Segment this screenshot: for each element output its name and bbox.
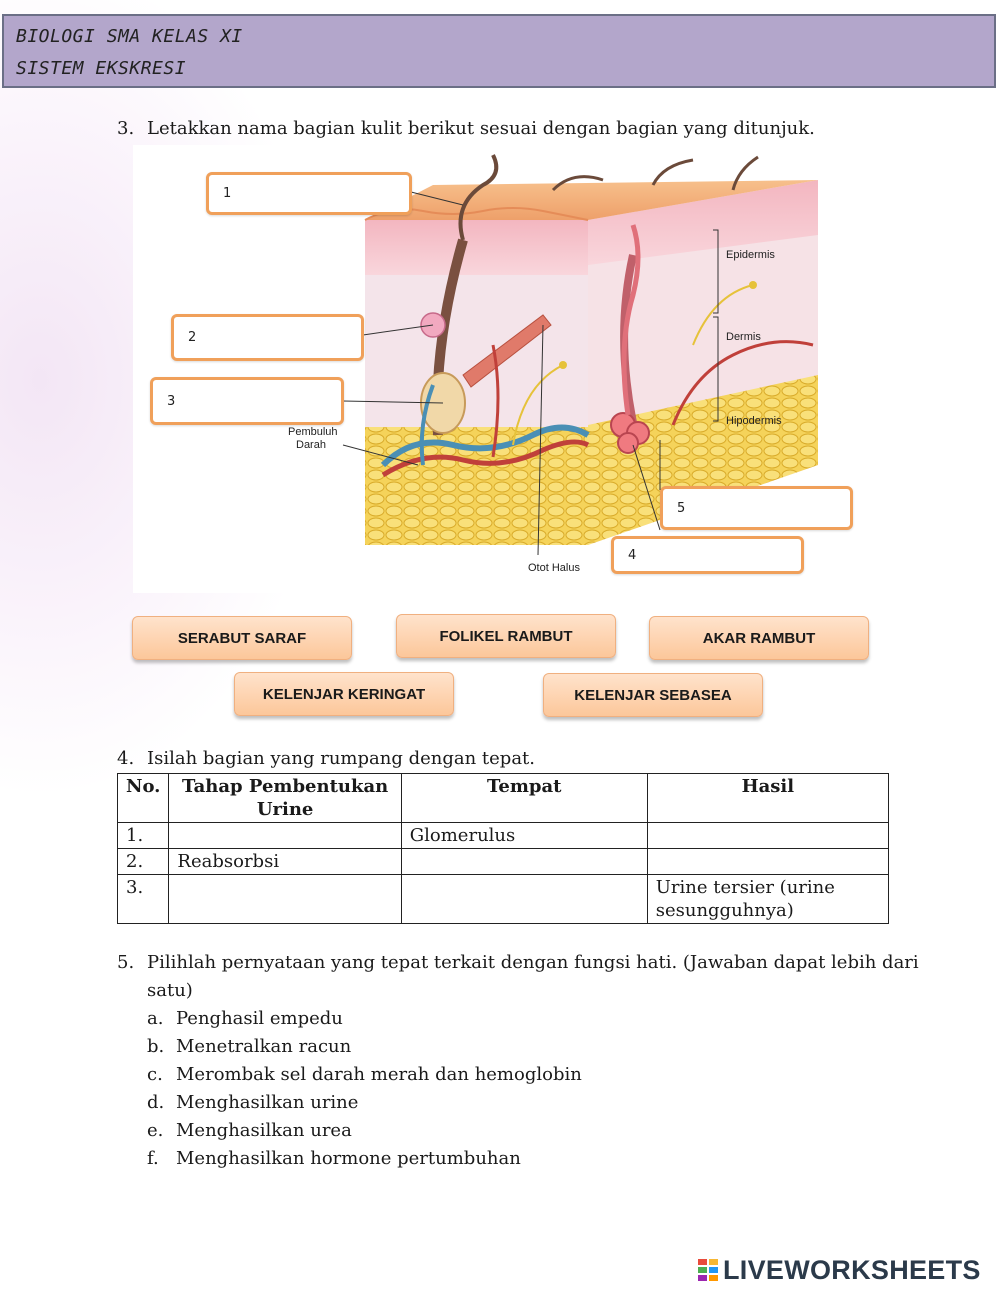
cell-tempat: Glomerulus <box>400 822 648 849</box>
option-d[interactable]: d. Menghasilkan urine <box>147 1092 358 1113</box>
brand-name: LIVEWORKSHEETS <box>723 1254 981 1285</box>
logo-cell <box>708 1274 719 1282</box>
option-letter: c. <box>147 1064 163 1085</box>
cell-no: 1. <box>116 822 170 849</box>
urine-formation-table: No. Tahap Pembentukan Urine Tempat Hasil… <box>116 773 890 924</box>
cell-tempat-blank[interactable] <box>400 874 648 924</box>
skin-diagram: Epidermis Dermis Hipodermis Pembuluh Dar… <box>133 145 819 593</box>
option-text: Menghasilkan urine <box>176 1092 359 1113</box>
cell-tempat-blank[interactable] <box>400 848 648 875</box>
drop-box-1-number: 1 <box>223 186 232 201</box>
drop-box-5-number: 5 <box>677 500 686 516</box>
table-header-row: No. Tahap Pembentukan Urine Tempat Hasil <box>116 773 890 823</box>
logo-cell <box>697 1258 708 1266</box>
q4-number: 4. <box>117 748 135 769</box>
drop-box-4[interactable]: 4 <box>611 536 804 574</box>
q5-number: 5. <box>117 952 135 973</box>
chip-kelenjar-keringat[interactable]: KELENJAR KERINGAT <box>234 672 454 716</box>
worksheet-header: BIOLOGI SMA KELAS XI SISTEM EKSKRESI <box>2 14 996 88</box>
cell-hasil: Urine tersier (urine sesungguhnya) <box>646 874 890 924</box>
header-topic: SISTEM EKSKRESI <box>16 58 187 79</box>
drop-box-2-number: 2 <box>188 330 197 345</box>
option-b[interactable]: b. Menetralkan racun <box>147 1036 351 1057</box>
logo-cell <box>697 1266 708 1274</box>
chip-kelenjar-sebasea[interactable]: KELENJAR SEBASEA <box>543 673 763 717</box>
option-text: Merombak sel darah merah dan hemoglobin <box>176 1064 582 1085</box>
q4-text: Isilah bagian yang rumpang dengan tepat. <box>147 748 536 769</box>
cell-no: 2. <box>116 848 170 875</box>
logo-cell <box>708 1266 719 1274</box>
option-c[interactable]: c. Merombak sel darah merah dan hemoglobi… <box>147 1064 582 1085</box>
table-row: 1. Glomerulus <box>116 822 890 849</box>
label-otot-halus: Otot Halus <box>528 562 580 574</box>
header-subject: BIOLOGI SMA KELAS XI <box>16 26 243 47</box>
q3-text: Letakkan nama bagian kulit berikut sesua… <box>147 118 815 139</box>
drop-box-1[interactable]: 1 <box>206 172 412 215</box>
logo-cell <box>697 1274 708 1282</box>
cell-tahap: Reabsorbsi <box>168 848 402 875</box>
header-no: No. <box>116 773 170 823</box>
chip-serabut-saraf[interactable]: SERABUT SARAF <box>132 616 352 660</box>
option-a[interactable]: a. Penghasil empedu <box>147 1008 343 1029</box>
drop-box-4-number: 4 <box>628 547 637 563</box>
option-letter: b. <box>147 1036 165 1057</box>
header-tempat: Tempat <box>400 773 648 823</box>
option-letter: e. <box>147 1120 164 1141</box>
drop-box-3-number: 3 <box>167 393 176 409</box>
table-row: 2. Reabsorbsi <box>116 848 890 875</box>
chip-folikel-rambut[interactable]: FOLIKEL RAMBUT <box>396 614 616 658</box>
option-letter: d. <box>147 1092 165 1113</box>
chip-akar-rambut[interactable]: AKAR RAMBUT <box>649 616 869 660</box>
drop-box-5[interactable]: 5 <box>660 486 853 530</box>
cell-tahap-blank[interactable] <box>168 874 402 924</box>
option-e[interactable]: e. Menghasilkan urea <box>147 1120 352 1141</box>
header-hasil: Hasil <box>646 773 890 823</box>
skin-cross-section-illustration <box>342 154 818 556</box>
cell-no: 3. <box>116 874 170 924</box>
cell-hasil-blank[interactable] <box>646 822 890 849</box>
option-text: Menghasilkan hormone pertumbuhan <box>176 1148 521 1169</box>
drop-box-3[interactable]: 3 <box>150 377 344 425</box>
table-row: 3. Urine tersier (urine sesungguhnya) <box>116 874 890 924</box>
label-epidermis: Epidermis <box>726 249 775 261</box>
q5-text-line2: satu) <box>147 980 193 1001</box>
option-text: Menetralkan racun <box>176 1036 352 1057</box>
cell-hasil-blank[interactable] <box>646 848 890 875</box>
header-tahap: Tahap Pembentukan Urine <box>168 773 402 823</box>
option-letter: f. <box>147 1148 159 1169</box>
liveworksheets-logo-icon <box>697 1258 719 1282</box>
label-hipodermis: Hipodermis <box>726 415 782 427</box>
q5-text-line1: Pilihlah pernyataan yang tepat terkait d… <box>147 952 919 973</box>
option-f[interactable]: f. Menghasilkan hormone pertumbuhan <box>147 1148 521 1169</box>
label-pembuluh: Pembuluh <box>288 426 338 438</box>
option-letter: a. <box>147 1008 164 1029</box>
option-text: Menghasilkan urea <box>176 1120 352 1141</box>
option-text: Penghasil empedu <box>176 1008 343 1029</box>
label-darah: Darah <box>296 439 326 451</box>
logo-cell <box>708 1258 719 1266</box>
q3-number: 3. <box>117 118 135 139</box>
label-dermis: Dermis <box>726 331 761 343</box>
liveworksheets-brand[interactable]: LIVEWORKSHEETS <box>697 1255 981 1285</box>
drop-box-2[interactable]: 2 <box>171 314 364 361</box>
cell-tahap-blank[interactable] <box>168 822 402 849</box>
